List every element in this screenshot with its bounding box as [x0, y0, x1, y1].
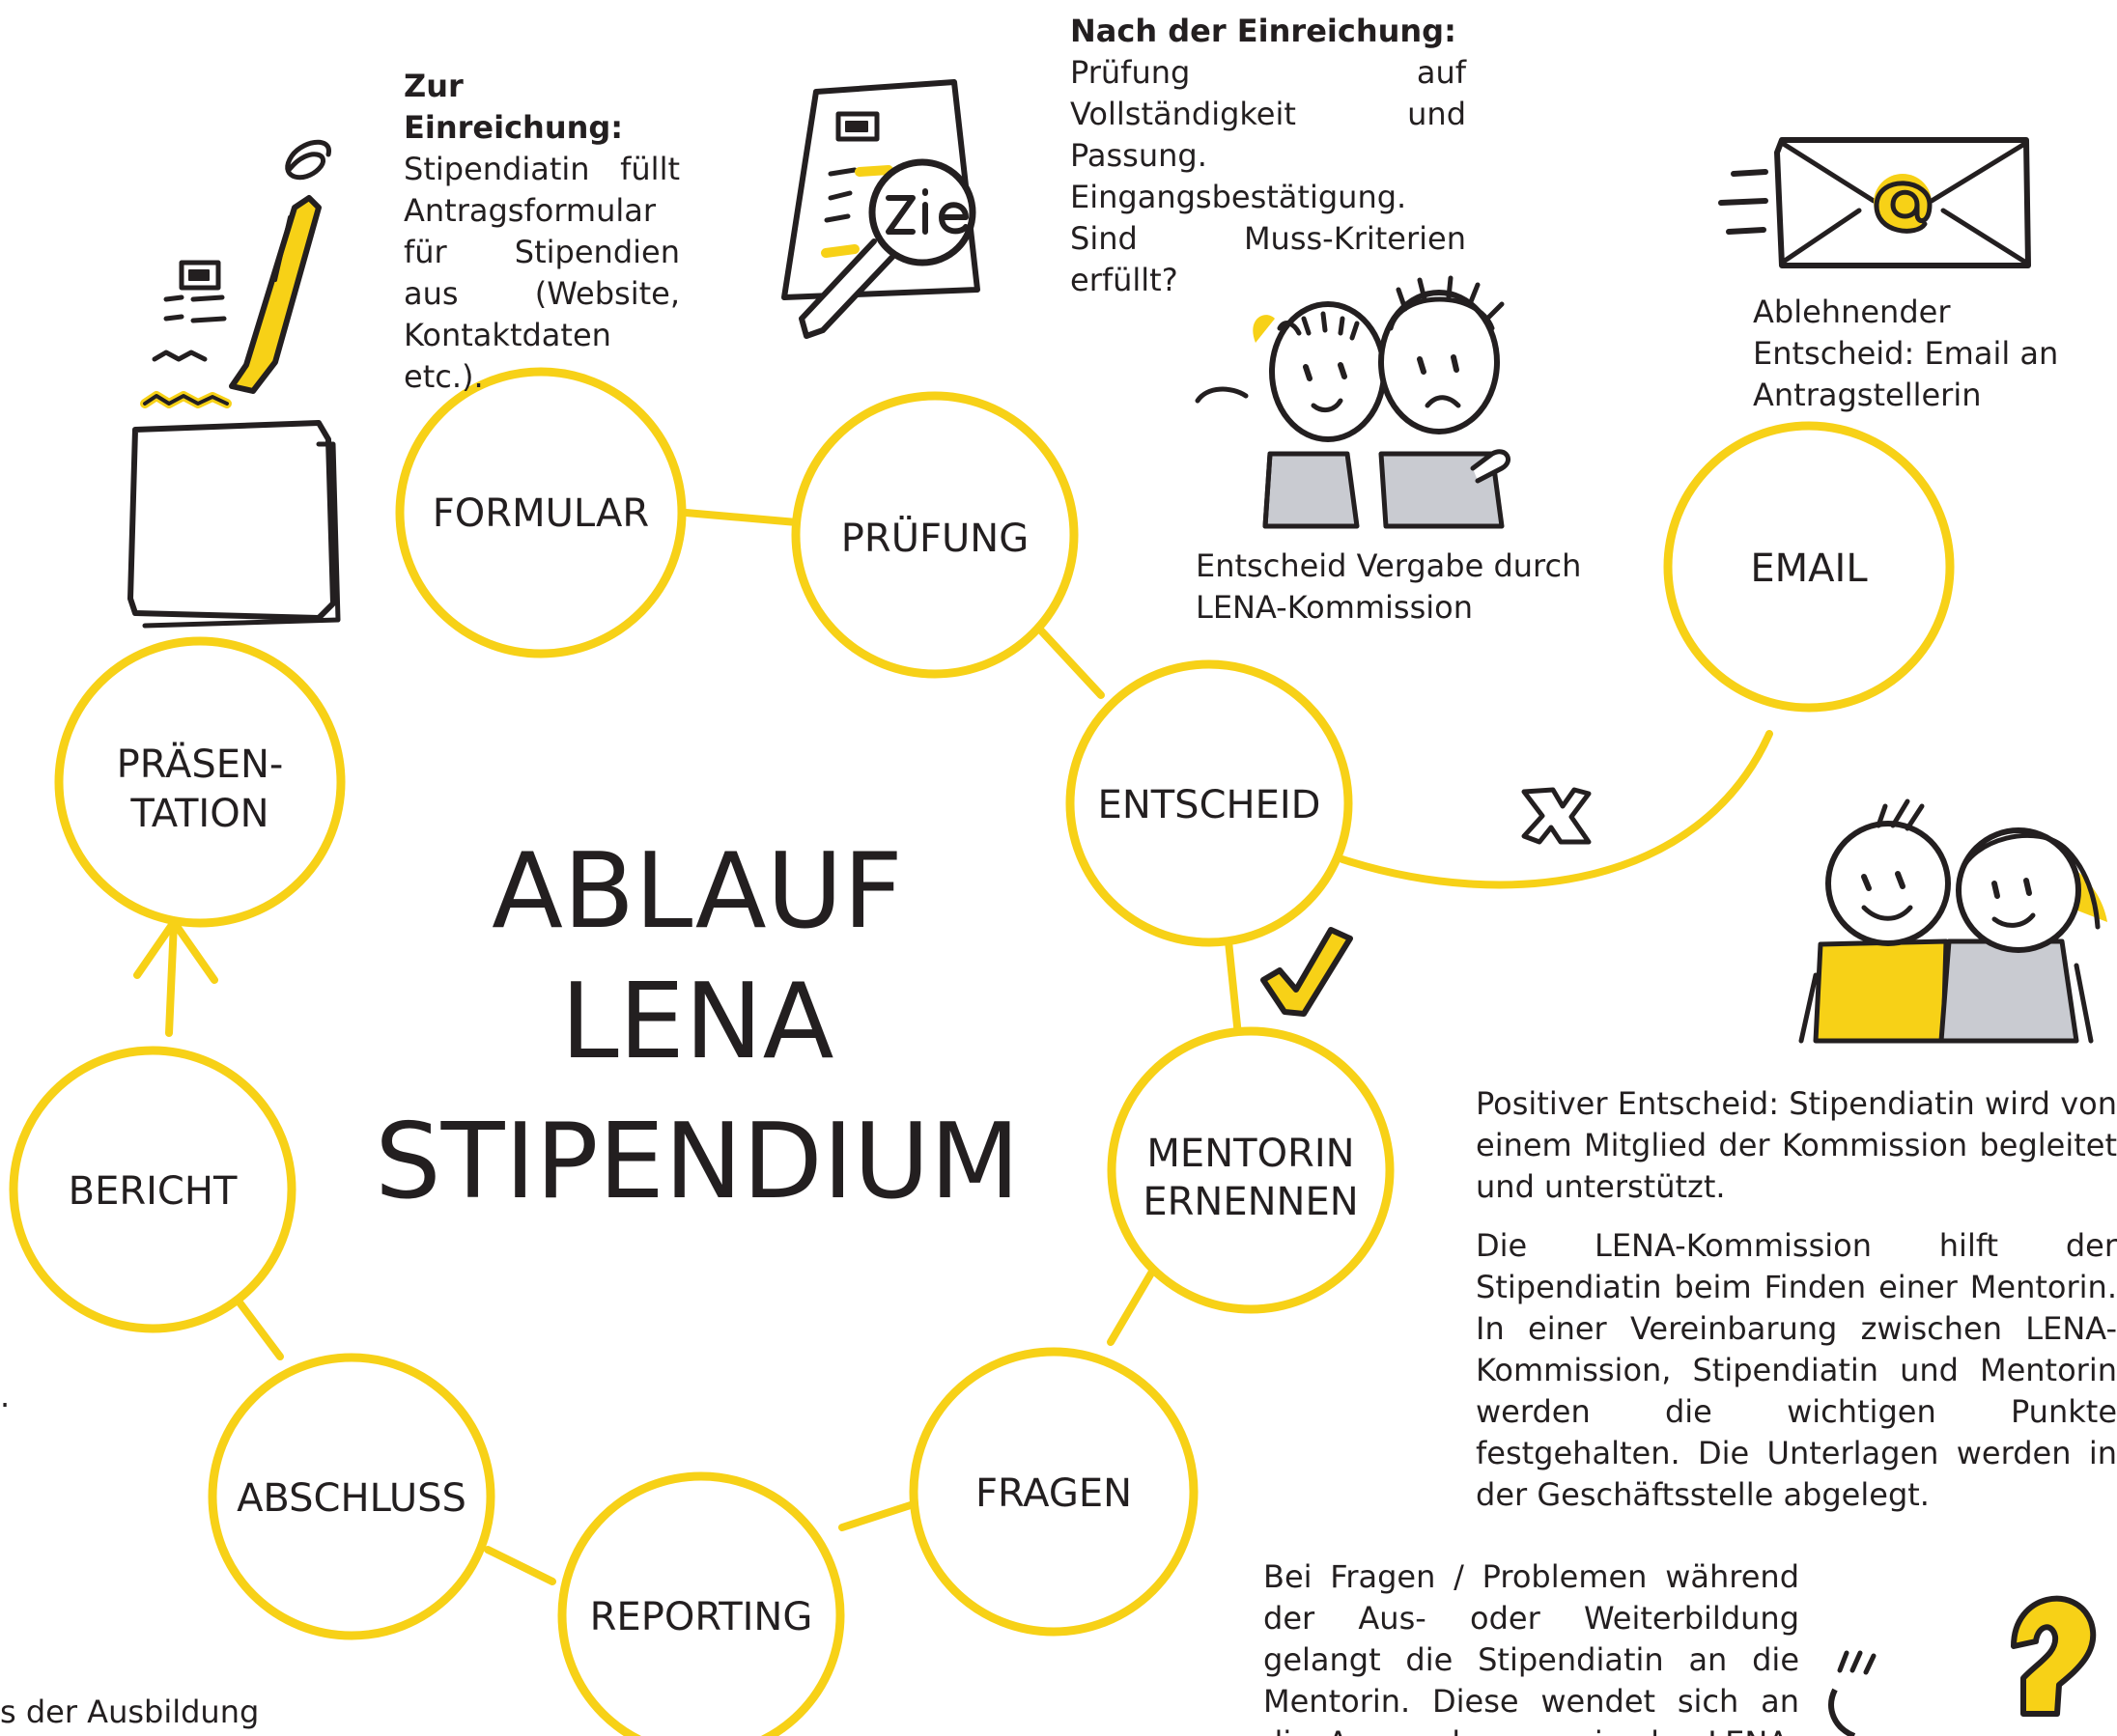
- node-email-label: EMAIL: [1750, 546, 1868, 591]
- connector-fragen-reporting: [838, 1498, 926, 1531]
- nach-einreichung-body: Prüfung auf Vollständigkeit und Passung.…: [1070, 54, 1466, 298]
- connector-bericht-praesentation: [165, 918, 178, 1037]
- node-bericht-label: BERICHT: [69, 1169, 238, 1214]
- node-mentorin-circle: [1107, 1026, 1395, 1314]
- question-mark-icon: [1828, 1595, 2097, 1736]
- node-pruefung-label: PRÜFUNG: [841, 515, 1029, 561]
- left-dot-body: .: [0, 1378, 11, 1414]
- node-praesentation-label-2: TATION: [129, 792, 268, 836]
- node-bericht-circle: [9, 1046, 296, 1333]
- positiv-mentorin-text: Positiver Entscheid: Stipendiatin wird v…: [1476, 1083, 2117, 1533]
- fragen-body: Bei Fragen / Problemen während der Aus- …: [1263, 1558, 1799, 1736]
- bottom-left-body: s der Ausbildung: [0, 1694, 260, 1730]
- nach-einreichung-lead: Nach der Einreichung:: [1070, 13, 1456, 49]
- pen-writing-form-icon: [127, 139, 341, 629]
- kommission-body: Entscheid Vergabe durch LENA-Kommission: [1196, 547, 1582, 626]
- two-people-happy-icon: [1798, 798, 2107, 1044]
- fragen-text: Bei Fragen / Problemen während der Aus- …: [1263, 1556, 1799, 1736]
- connector-reporting-abschluss: [484, 1546, 556, 1585]
- two-people-worried-icon: [1195, 275, 1510, 529]
- node-email-circle: [1663, 421, 1955, 713]
- title-line-1: ABLAUF: [492, 831, 903, 952]
- node-praesentation-label-1: PRÄSEN-: [117, 741, 284, 787]
- einreichung-text: Zur Einreichung: Stipendiatin füllt Antr…: [404, 66, 680, 398]
- einreichung-body: Stipendiatin füllt Antragsformular für S…: [404, 151, 680, 395]
- node-praesentation-circle: [54, 636, 346, 928]
- node-reporting-circle: [557, 1471, 845, 1736]
- node-entscheid-label: ENTSCHEID: [1098, 783, 1321, 827]
- node-formular-circle: [395, 367, 687, 658]
- connector-mentorin-fragen: [1107, 1256, 1163, 1346]
- left-edge-dot: .: [0, 1376, 10, 1417]
- x-mark-icon: [1521, 787, 1592, 845]
- node-reporting-label: REPORTING: [590, 1595, 813, 1639]
- checkmark-icon: [1260, 927, 1353, 1017]
- connector-entscheid-mentorin: [1225, 938, 1242, 1039]
- title-line-2: LENA: [560, 962, 833, 1082]
- ablehnend-body: Ablehnender Entscheid: Email an Antragst…: [1753, 294, 2059, 413]
- node-entscheid-circle: [1065, 659, 1353, 947]
- connector-formular-pruefung: [682, 509, 801, 526]
- node-abschluss-label: ABSCHLUSS: [237, 1476, 466, 1521]
- kommission-text: Entscheid Vergabe durch LENA-Kommission: [1196, 546, 1611, 629]
- node-abschluss-circle: [208, 1353, 495, 1640]
- mentorin-body: Die LENA-Kommission hilft der Stipendiat…: [1476, 1227, 2117, 1513]
- node-pruefung-circle: [791, 391, 1079, 679]
- title-line-3: STIPENDIUM: [375, 1102, 1020, 1222]
- connector-pruefung-entscheid: [1034, 624, 1105, 699]
- node-fragen-label: FRAGEN: [975, 1471, 1132, 1516]
- positiv-body: Positiver Entscheid: Stipendiatin wird v…: [1476, 1085, 2117, 1205]
- node-mentorin-label-1: MENTORIN: [1146, 1132, 1354, 1176]
- ablehnend-text: Ablehnender Entscheid: Email an Antragst…: [1753, 292, 2117, 416]
- einreichung-lead: Zur Einreichung:: [404, 68, 624, 146]
- node-fragen-circle: [909, 1347, 1199, 1637]
- node-mentorin-label-2: ERNENNEN: [1143, 1180, 1358, 1224]
- magnifier-document-icon: [781, 79, 980, 339]
- connector-entscheid-email: [1339, 730, 1773, 889]
- nach-einreichung-text: Nach der Einreichung: Prüfung auf Vollst…: [1070, 11, 1466, 301]
- node-formular-label: FORMULAR: [433, 491, 649, 536]
- bottom-left-text: s der Ausbildung: [0, 1692, 259, 1733]
- connector-abschluss-bericht: [233, 1295, 284, 1360]
- envelope-at-icon: [1718, 137, 2031, 268]
